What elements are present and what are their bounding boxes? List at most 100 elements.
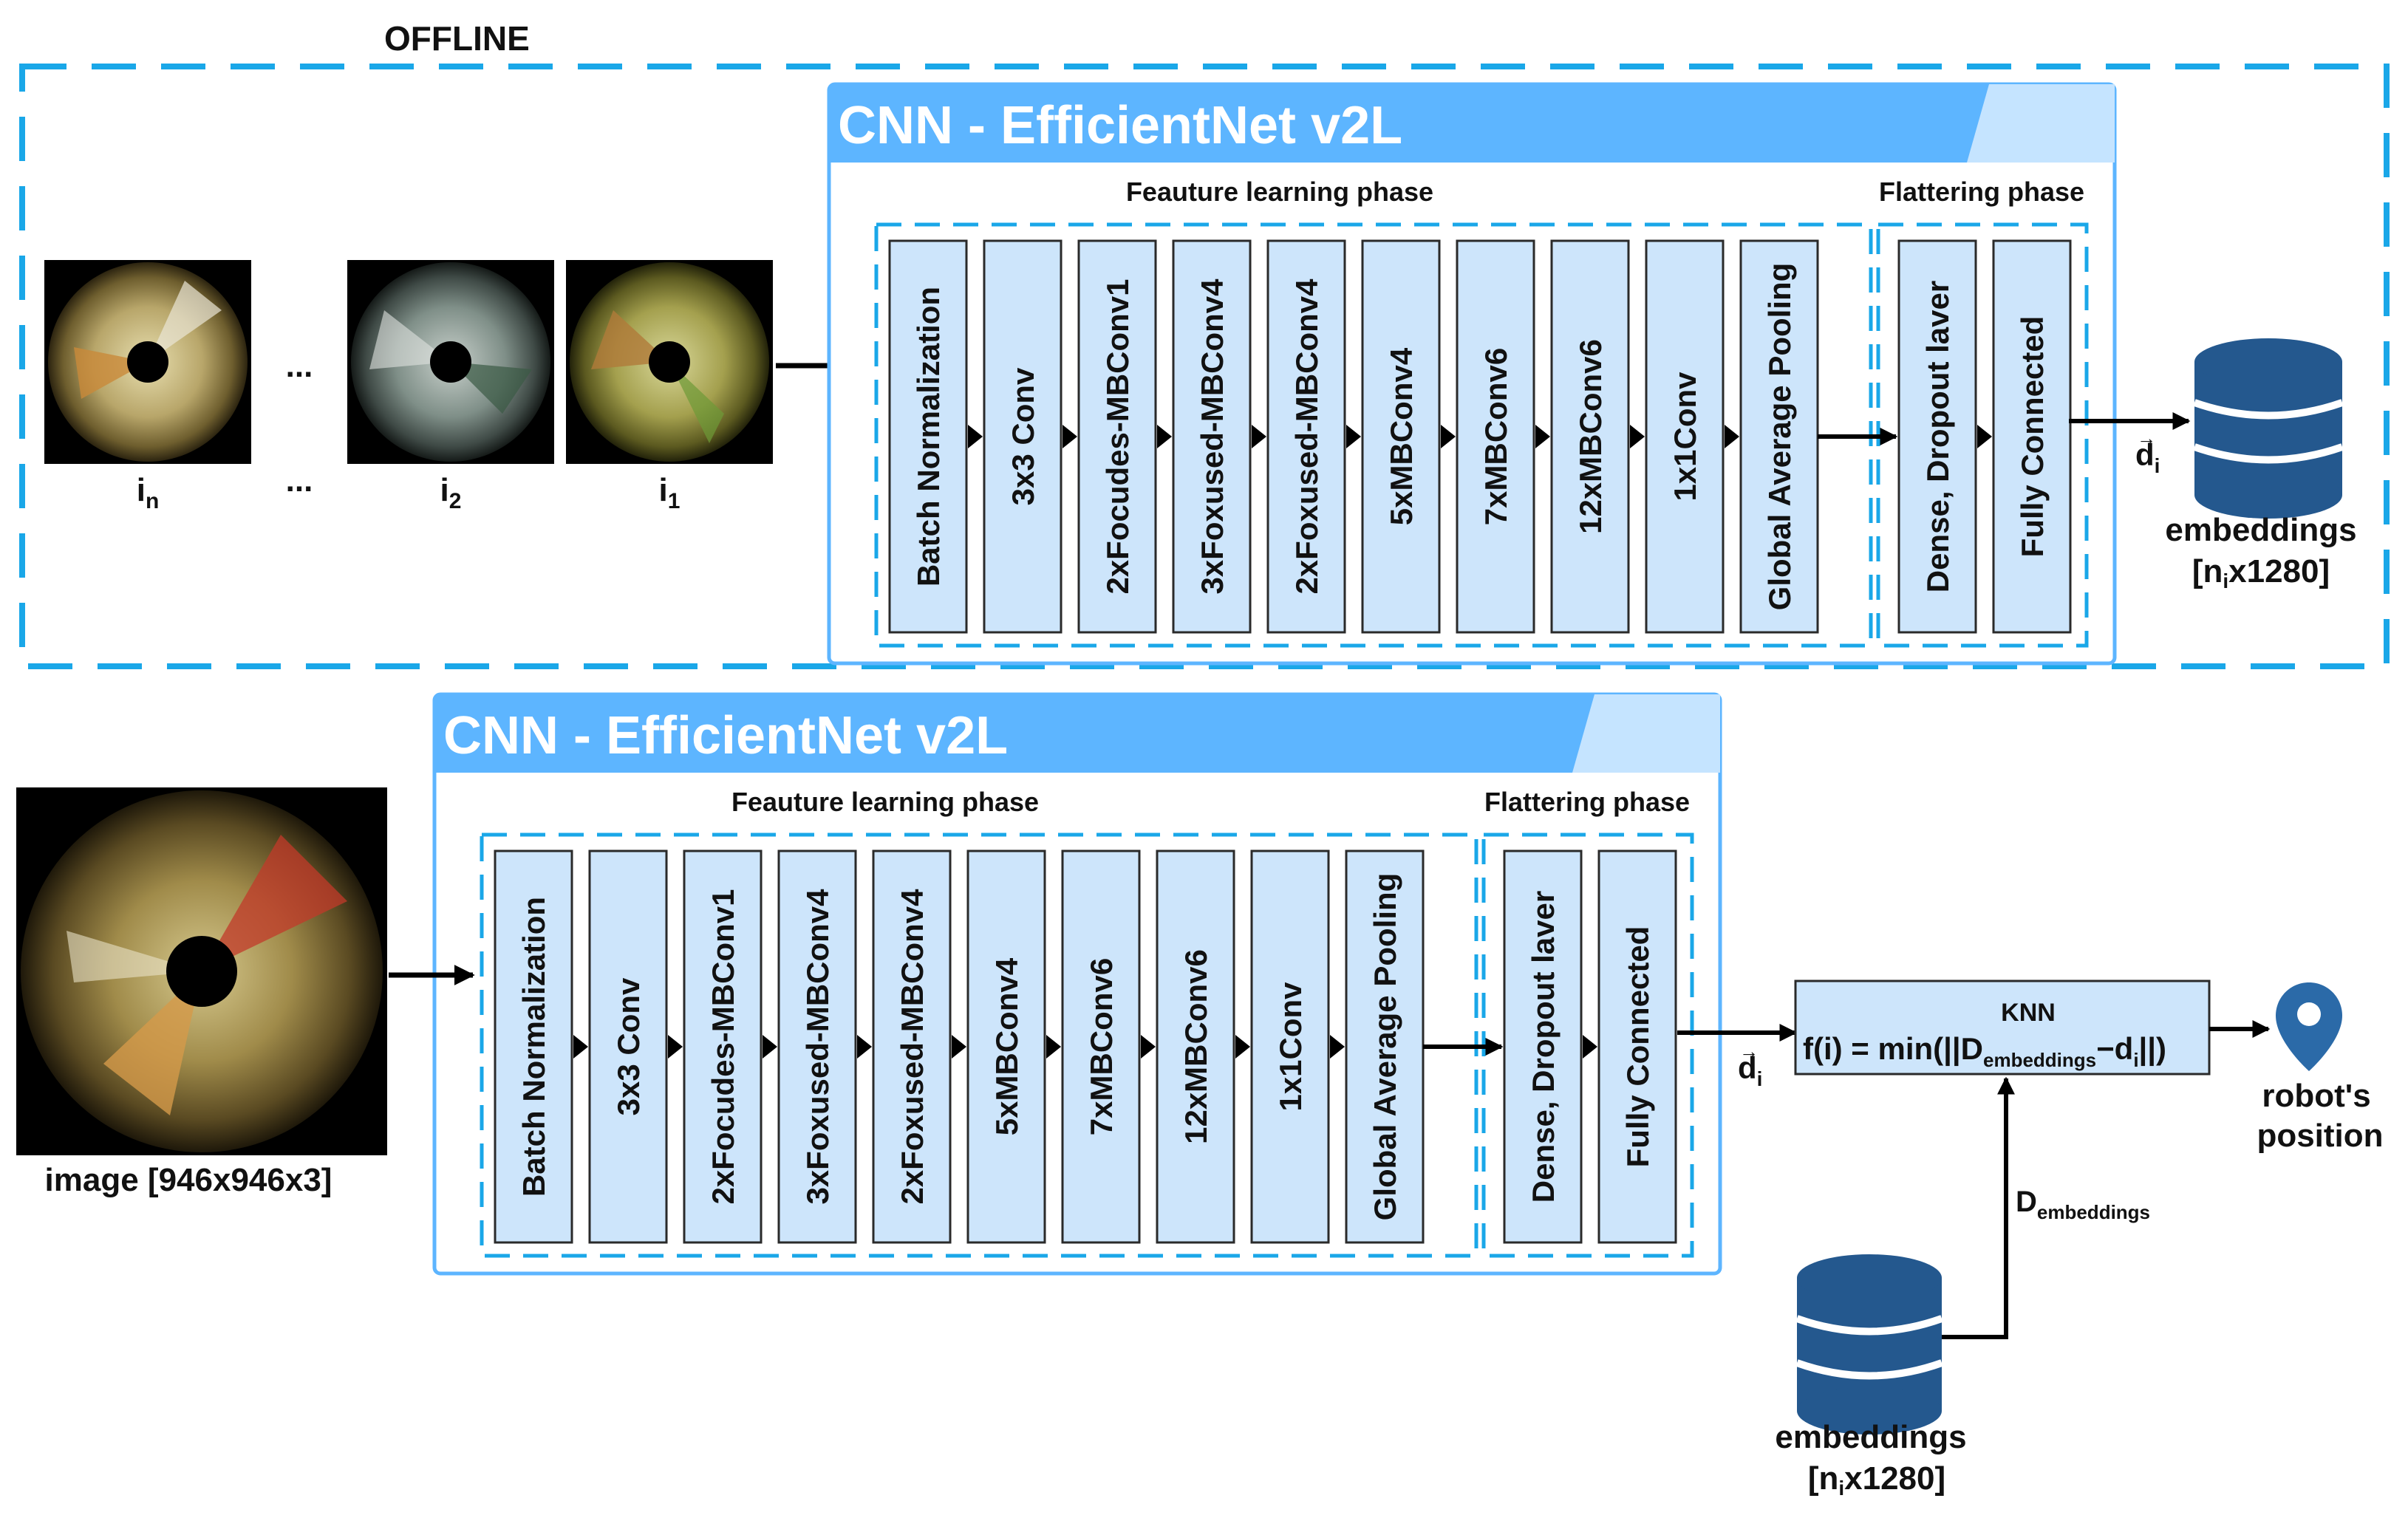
cnn-panel-online: CNN - EfficientNet v2L Feauture learning … bbox=[432, 692, 1722, 1276]
feature-block-6 bbox=[966, 849, 1046, 1244]
block-arrow bbox=[668, 1035, 683, 1059]
block-arrow bbox=[763, 1035, 777, 1059]
knn-formula: f(i) = min(||Dembeddings−di||) bbox=[1803, 1031, 2166, 1071]
feature-block-4-label: 3xFoxused-MBConv4 bbox=[1195, 278, 1229, 595]
feature-block-10 bbox=[1345, 849, 1425, 1244]
block-arrow bbox=[1063, 425, 1077, 448]
offline-ellipsis-bottom: ... bbox=[286, 462, 313, 499]
robot-position-line1: robot's bbox=[2262, 1078, 2370, 1114]
offline-image-1 bbox=[566, 260, 773, 464]
feature-block-6 bbox=[1361, 239, 1441, 634]
feature-block-2 bbox=[983, 239, 1063, 634]
image-label-1: i1 bbox=[659, 472, 681, 513]
cnn-title: CNN - EfficientNet v2L bbox=[443, 706, 1008, 765]
embeddings-label-offline: embeddings bbox=[2165, 512, 2356, 548]
feature-block-8-label: 12xMBConv6 bbox=[1573, 339, 1608, 534]
feature-block-7-label: 7xMBConv6 bbox=[1084, 958, 1119, 1135]
vector-arrow-online: → bbox=[1739, 1040, 1759, 1062]
feature-block-8 bbox=[1550, 239, 1630, 634]
block-arrow bbox=[1583, 1035, 1597, 1059]
feature-block-3-label: 2xFocudes-MBConv1 bbox=[706, 889, 740, 1204]
block-arrow bbox=[1346, 425, 1361, 448]
feature-block-9-label: 1x1Conv bbox=[1273, 982, 1308, 1112]
offline-ellipsis-top: ... bbox=[286, 348, 313, 384]
feature-block-9-label: 1x1Conv bbox=[1668, 372, 1702, 502]
block-arrow bbox=[857, 1035, 872, 1059]
database-icon-offline bbox=[2193, 338, 2344, 519]
arrow-db-to-knn bbox=[1942, 1076, 2015, 1339]
block-arrow bbox=[1330, 1035, 1345, 1059]
knn-title: KNN bbox=[2001, 999, 2056, 1027]
block-arrow bbox=[1141, 1035, 1156, 1059]
feature-block-8 bbox=[1156, 849, 1235, 1244]
feature-block-3 bbox=[1077, 239, 1157, 634]
feature-block-1-label: Batch Normalization bbox=[911, 287, 946, 587]
block-arrow bbox=[1252, 425, 1266, 448]
flatten-block-1-label: Dense, Dropout laver bbox=[1920, 281, 1955, 592]
cnn-header-accent bbox=[1572, 694, 1720, 773]
offline-frame bbox=[19, 64, 2390, 669]
block-arrow bbox=[573, 1035, 588, 1059]
feature-block-4 bbox=[1172, 239, 1252, 634]
flatten-phase-label: Flattering phase bbox=[1879, 177, 2084, 207]
feature-block-5-label: 2xFoxused-MBConv4 bbox=[895, 889, 930, 1205]
cnn-title: CNN - EfficientNet v2L bbox=[838, 96, 1402, 155]
embeddings-shape-online: [nix1280] bbox=[1808, 1460, 1945, 1500]
feature-block-7-label: 7xMBConv6 bbox=[1478, 348, 1513, 525]
feature-block-2-label: 3x3 Conv bbox=[611, 977, 646, 1115]
feature-phase-label: Feauture learning phase bbox=[731, 787, 1039, 817]
offline-label: OFFLINE bbox=[384, 19, 530, 58]
vector-arrow-offline: → bbox=[2137, 427, 2156, 449]
cnn-panel-offline: CNN - EfficientNet v2L Feauture learning … bbox=[827, 82, 2117, 666]
cnn-header bbox=[829, 84, 2115, 163]
flatten-phase-label: Flattering phase bbox=[1484, 787, 1690, 817]
online-image-label: image [946x946x3] bbox=[45, 1162, 332, 1198]
feature-phase-label: Feauture learning phase bbox=[1126, 177, 1433, 207]
knn-box: KNN f(i) = min(||Dembeddings−di||) bbox=[1794, 979, 2211, 1076]
feature-block-3-label: 2xFocudes-MBConv1 bbox=[1100, 278, 1135, 594]
feature-block-10-label: Global Average Pooling bbox=[1762, 263, 1797, 611]
cnn-header-accent bbox=[1967, 84, 2115, 163]
feature-block-5 bbox=[1266, 239, 1346, 634]
block-arrow bbox=[952, 1035, 966, 1059]
feature-block-9 bbox=[1645, 239, 1725, 634]
flatten-block-2-label: Fully Connected bbox=[2015, 316, 2050, 558]
embeddings-shape-offline: [nix1280] bbox=[2192, 553, 2330, 592]
feature-block-6-label: 5xMBConv4 bbox=[1384, 347, 1419, 525]
feature-block-10-label: Global Average Pooling bbox=[1368, 873, 1402, 1221]
block-arrow bbox=[1725, 425, 1739, 448]
feature-block-2 bbox=[588, 849, 668, 1244]
feature-block-1 bbox=[494, 849, 573, 1244]
feature-block-7 bbox=[1456, 239, 1535, 634]
image-label-2: i2 bbox=[440, 472, 462, 513]
flatten-block-1 bbox=[1897, 239, 1977, 634]
offline-image-n bbox=[44, 260, 251, 464]
robot-position-line2: position bbox=[2257, 1118, 2383, 1154]
feature-block-3 bbox=[683, 849, 763, 1244]
block-arrow bbox=[1977, 425, 1992, 448]
embeddings-label-online: embeddings bbox=[1775, 1419, 1966, 1455]
block-arrow bbox=[1235, 1035, 1250, 1059]
cnn-header bbox=[434, 694, 1720, 773]
feature-block-6-label: 5xMBConv4 bbox=[989, 957, 1024, 1135]
block-arrow bbox=[1046, 1035, 1061, 1059]
feature-block-1-label: Batch Normalization bbox=[516, 897, 551, 1197]
feature-block-7 bbox=[1061, 849, 1141, 1244]
feature-block-4-label: 3xFoxused-MBConv4 bbox=[800, 889, 835, 1205]
online-input-image bbox=[16, 787, 387, 1155]
location-pin-icon bbox=[2276, 982, 2342, 1071]
feature-block-9 bbox=[1250, 849, 1330, 1244]
flatten-block-2-label: Fully Connected bbox=[1620, 926, 1655, 1168]
flatten-block-1-label: Dense, Dropout laver bbox=[1526, 891, 1561, 1203]
feature-block-5 bbox=[872, 849, 952, 1244]
feature-block-4 bbox=[777, 849, 857, 1244]
block-arrow bbox=[1441, 425, 1456, 448]
block-arrow bbox=[1630, 425, 1645, 448]
image-label-n: in bbox=[137, 472, 160, 513]
feature-block-5-label: 2xFoxused-MBConv4 bbox=[1289, 278, 1324, 595]
offline-image-2 bbox=[347, 260, 554, 464]
feature-block-10 bbox=[1739, 239, 1819, 634]
feature-block-1 bbox=[888, 239, 968, 634]
vector-label-online: di bbox=[1738, 1050, 1762, 1090]
